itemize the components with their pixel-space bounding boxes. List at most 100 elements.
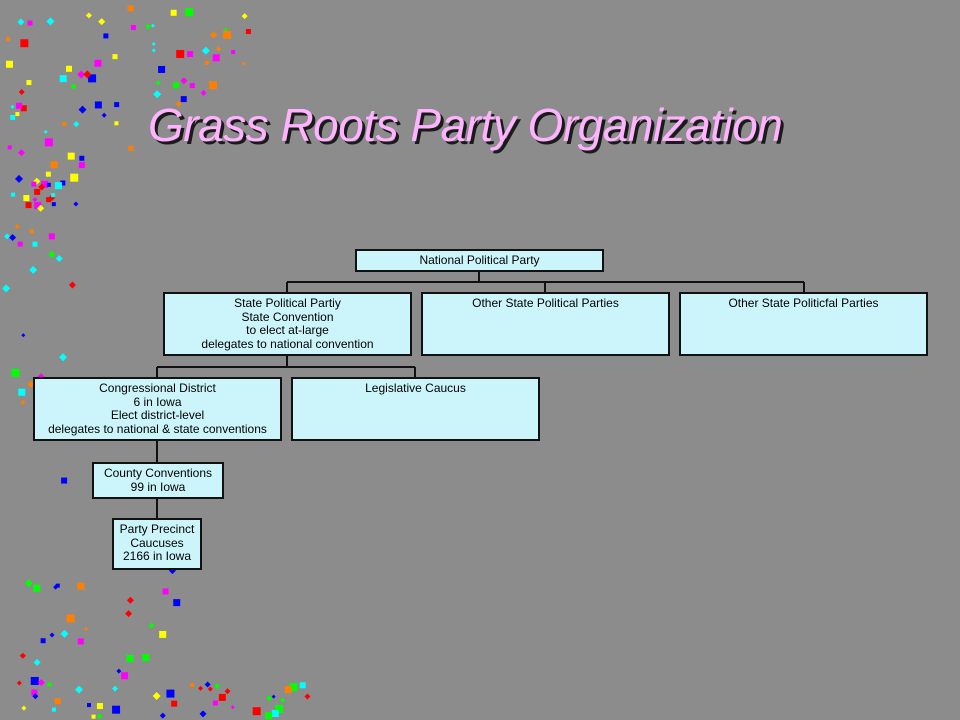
confetti-piece <box>34 188 41 195</box>
confetti-piece <box>10 114 16 120</box>
confetti-piece <box>55 583 60 588</box>
confetti-piece <box>153 90 162 99</box>
confetti-piece <box>53 584 59 590</box>
box-text-line: State Convention <box>241 309 334 324</box>
confetti-piece <box>151 48 156 53</box>
confetti-piece <box>245 29 251 35</box>
confetti-piece <box>180 77 188 85</box>
confetti-piece <box>162 588 169 595</box>
confetti-piece <box>128 145 134 151</box>
confetti-piece <box>77 638 84 645</box>
confetti-piece <box>7 145 12 150</box>
confetti-piece <box>79 155 85 161</box>
confetti-piece <box>40 638 46 644</box>
confetti-piece <box>24 579 33 588</box>
confetti-piece <box>51 707 56 712</box>
confetti-piece <box>159 712 166 719</box>
confetti-piece <box>6 36 11 41</box>
confetti-piece <box>289 683 298 692</box>
confetti-piece <box>207 686 213 692</box>
box-text-line: National Political Party <box>419 253 540 267</box>
confetti-piece <box>18 89 25 96</box>
confetti-piece <box>209 81 218 90</box>
confetti-piece <box>83 70 92 79</box>
confetti-piece <box>265 712 273 720</box>
confetti-piece <box>73 201 79 207</box>
confetti-piece <box>67 152 75 160</box>
confetti-piece <box>271 694 276 699</box>
confetti-piece <box>17 18 25 26</box>
box-text-line: Congressional District <box>99 381 216 395</box>
box-text-line: Party Precinct <box>119 522 195 536</box>
confetti-piece <box>25 202 32 209</box>
confetti-piece <box>170 9 177 16</box>
confetti-piece <box>185 8 194 17</box>
confetti-piece <box>15 102 22 109</box>
confetti-piece <box>77 70 86 79</box>
box-text-line: delegates to national & state convention… <box>48 421 267 436</box>
confetti-piece <box>21 705 27 711</box>
box-text-line: to elect at-large <box>246 323 329 337</box>
confetti-piece <box>216 46 222 52</box>
confetti-piece <box>2 284 11 293</box>
confetti-piece <box>97 714 102 719</box>
confetti-piece <box>59 75 67 83</box>
confetti-piece <box>54 698 61 705</box>
box-text-line: Caucuses <box>130 535 184 550</box>
confetti-piece <box>146 24 151 29</box>
confetti-piece <box>47 682 52 687</box>
confetti-piece <box>159 630 167 638</box>
confetti-piece <box>176 49 185 58</box>
confetti-piece <box>60 629 69 638</box>
national-party-box: National Political Party <box>355 249 604 272</box>
confetti-piece <box>14 224 20 230</box>
confetti-piece <box>27 20 33 26</box>
confetti-piece <box>44 138 53 147</box>
confetti-piece <box>60 180 66 186</box>
confetti-piece <box>4 233 11 240</box>
confetti-piece <box>46 17 55 26</box>
legislative-caucus-box: Legislative Caucus <box>291 377 540 441</box>
confetti-piece <box>121 672 129 680</box>
box-text-line: County Conventions <box>103 466 213 480</box>
confetti-piece <box>101 112 107 118</box>
confetti-piece <box>46 182 51 187</box>
confetti-piece <box>85 12 92 19</box>
confetti-piece <box>34 202 42 210</box>
box-text-line: 2166 in Iowa <box>122 549 192 563</box>
confetti-piece <box>98 18 106 26</box>
confetti-piece <box>189 83 195 89</box>
confetti-piece <box>46 197 52 203</box>
confetti-piece <box>17 241 23 247</box>
confetti-piece <box>20 399 26 405</box>
confetti-piece <box>37 204 45 212</box>
confetti-piece <box>54 182 62 190</box>
confetti-piece <box>74 685 83 694</box>
confetti-piece <box>77 582 85 590</box>
confetti-piece <box>87 703 92 708</box>
confetti-piece <box>73 121 80 128</box>
confetti-piece <box>29 229 34 234</box>
confetti-piece <box>27 380 35 388</box>
confetti-piece <box>126 654 134 662</box>
confetti-piece <box>51 202 56 207</box>
confetti-piece <box>11 368 20 377</box>
slide-title: Grass Roots Party Organization <box>148 99 783 151</box>
confetti-piece <box>94 101 102 109</box>
confetti-piece <box>23 195 30 202</box>
confetti-piece <box>126 596 134 604</box>
confetti-piece <box>68 281 76 289</box>
confetti-piece <box>173 599 181 607</box>
confetti-piece <box>17 149 25 157</box>
confetti-piece <box>166 689 175 698</box>
confetti-piece <box>187 51 194 58</box>
confetti-piece <box>78 162 85 169</box>
confetti-piece <box>16 680 22 686</box>
confetti-piece <box>30 676 39 685</box>
box-text-line: Other State Political Parties <box>472 296 619 310</box>
box-text-line: delegates to national convention <box>201 336 374 351</box>
confetti-piece <box>66 65 73 72</box>
